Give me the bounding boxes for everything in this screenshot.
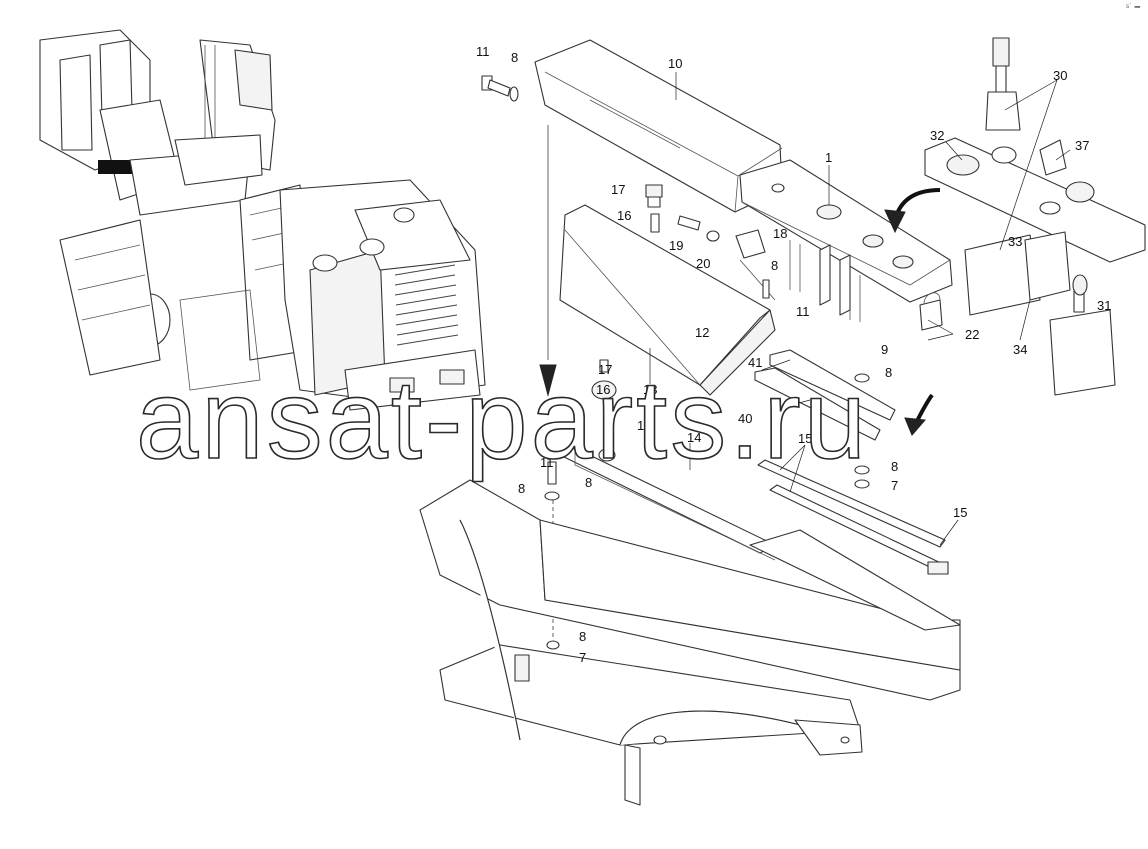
corner-mark: ˢ˙ ━ bbox=[1126, 2, 1140, 12]
callout-labels: 11 8 10 30 32 37 1 17 16 19 20 18 8 11 1… bbox=[476, 44, 1111, 665]
callout-19: 19 bbox=[669, 238, 683, 253]
callout-11: 11 bbox=[476, 44, 490, 59]
callout-18: 18 bbox=[773, 226, 787, 241]
small-hardware-upper bbox=[645, 184, 776, 301]
callout-7: 7 bbox=[891, 478, 898, 493]
joystick-assembly bbox=[919, 37, 1146, 396]
part-15-rails bbox=[757, 459, 949, 575]
hood-grille bbox=[394, 264, 459, 346]
callout-13: 13 bbox=[643, 382, 657, 397]
part-13-tray bbox=[559, 204, 776, 396]
callout-12: 12 bbox=[695, 325, 709, 340]
callout-8: 8 bbox=[511, 50, 518, 65]
callout-16: 16 bbox=[617, 208, 631, 223]
callout-11: 11 bbox=[540, 455, 554, 470]
callout-8: 8 bbox=[579, 629, 586, 644]
callout-11: 11 bbox=[796, 304, 810, 319]
callout-34: 34 bbox=[1013, 342, 1027, 357]
part-11-bolt-top bbox=[481, 75, 519, 102]
callout-14: 14 bbox=[687, 430, 701, 445]
callout-41: 41 bbox=[748, 355, 762, 370]
callout-31: 31 bbox=[1097, 298, 1111, 313]
brackets-41-40 bbox=[591, 349, 896, 462]
direction-arrows bbox=[539, 188, 941, 436]
callout-8: 8 bbox=[518, 481, 525, 496]
callout-37: 37 bbox=[1075, 138, 1089, 153]
callout-17: 17 bbox=[611, 182, 625, 197]
callout-1: 1 bbox=[825, 150, 832, 165]
callout-8: 8 bbox=[585, 475, 592, 490]
callout-17: 17 bbox=[598, 362, 612, 377]
callout-22: 22 bbox=[965, 327, 979, 342]
callout-8: 8 bbox=[771, 258, 778, 273]
callout-15: 15 bbox=[798, 431, 812, 446]
machine-illustration bbox=[39, 29, 486, 411]
callout-8: 8 bbox=[885, 365, 892, 380]
callout-12: 12 bbox=[637, 418, 651, 433]
callout-15: 15 bbox=[953, 505, 967, 520]
callout-10: 10 bbox=[668, 56, 682, 71]
callout-20: 20 bbox=[696, 256, 710, 271]
leader-lines bbox=[649, 72, 1071, 546]
callout-9: 9 bbox=[881, 342, 888, 357]
callout-8: 8 bbox=[891, 459, 898, 474]
part-1-control-panel bbox=[739, 159, 953, 322]
callout-16: 16 bbox=[596, 382, 610, 397]
callout-30: 30 bbox=[1053, 68, 1067, 83]
callout-7: 7 bbox=[579, 650, 586, 665]
frame-base bbox=[419, 479, 961, 806]
callout-32: 32 bbox=[930, 128, 944, 143]
watermark-text: ansat-parts.ru bbox=[136, 357, 869, 482]
callout-40: 40 bbox=[738, 411, 752, 426]
callout-33: 33 bbox=[1008, 234, 1022, 249]
